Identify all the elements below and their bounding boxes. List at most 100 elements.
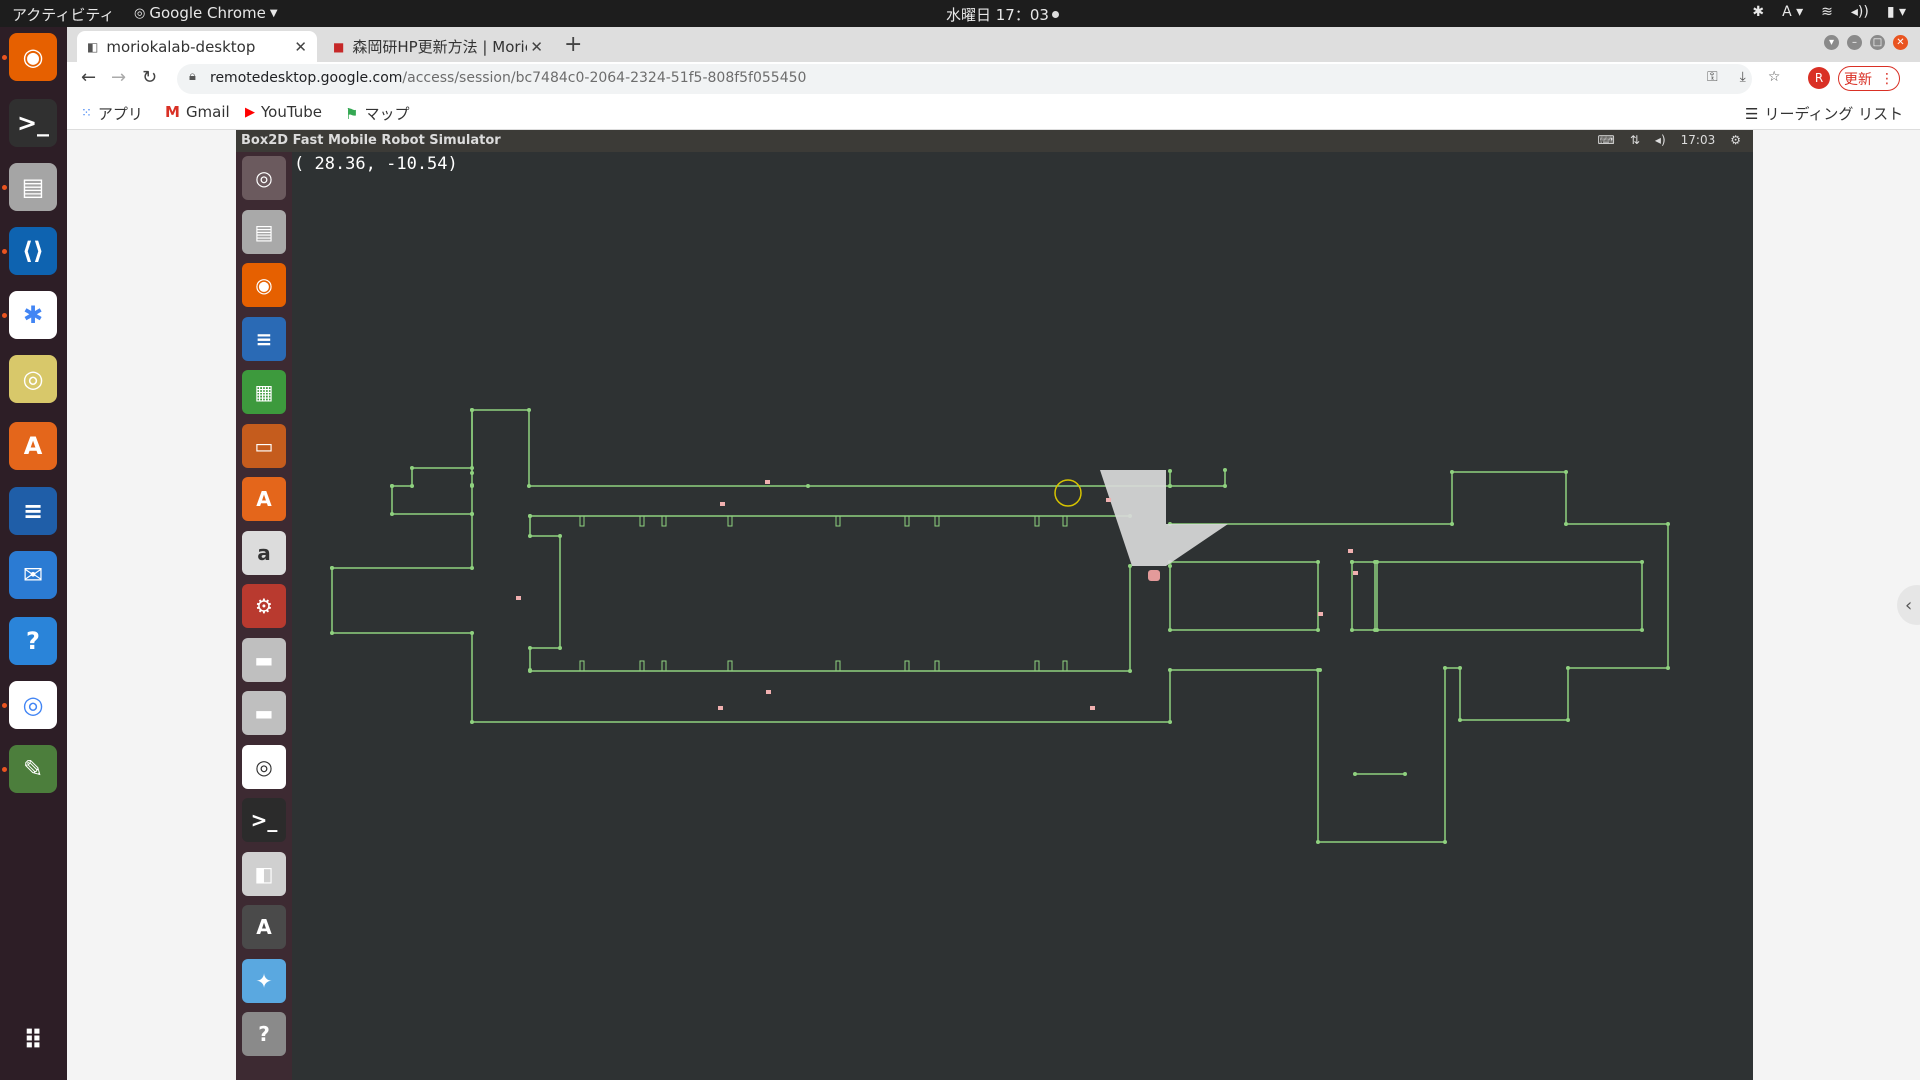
close-window-icon[interactable]: ✕ (1893, 35, 1908, 50)
launcher-impress-icon[interactable]: ▭ (242, 423, 286, 468)
dock-image-viewer-icon[interactable]: ✎ (9, 745, 57, 793)
goal-marker[interactable] (1054, 479, 1082, 507)
key-icon[interactable]: ⚿ (1707, 69, 1718, 85)
launcher-software-center-icon[interactable]: A (242, 477, 286, 521)
launcher-calc-icon[interactable]: ▦ (242, 370, 286, 414)
launcher-dash-icon[interactable]: ◎ (242, 156, 286, 200)
remote-clock[interactable]: 17:03 (1680, 133, 1716, 147)
tab-search-chevron-icon[interactable]: ▾ (1824, 35, 1839, 50)
tab-close-icon[interactable]: ✕ (294, 37, 307, 56)
launcher-amazon-icon[interactable]: a (242, 530, 286, 575)
clock[interactable]: 水曜日 17：03 (946, 4, 1059, 25)
bookmark-maps[interactable]: ⚑マップ (345, 103, 409, 124)
minimize-icon[interactable]: – (1847, 35, 1862, 50)
dock-slack-icon[interactable]: ✱ (9, 291, 57, 339)
remote-top-panel: Box2D Fast Mobile Robot Simulator ⌨ ⇅ ◂)… (236, 130, 1753, 152)
tab-close-icon[interactable]: ✕ (530, 37, 543, 56)
dock-writer-icon[interactable]: ≡ (9, 487, 57, 535)
launcher-chrome-icon[interactable]: ◎ (242, 744, 286, 789)
dock-terminal-icon[interactable]: >_ (9, 99, 57, 147)
door-notch (1034, 515, 1040, 527)
dock-firefox-icon[interactable]: ◉ (9, 33, 57, 81)
activities-button[interactable]: アクティビティ (12, 6, 115, 24)
session-side-panel-handle[interactable]: ‹ (1897, 585, 1920, 625)
kebab-menu-icon: ⋮ (1880, 70, 1894, 87)
dock-rhythmbox-icon[interactable]: ◎ (9, 355, 57, 403)
back-arrow-icon[interactable]: ← (81, 67, 97, 88)
launcher-terminal-icon[interactable]: >_ (242, 798, 286, 842)
reload-icon[interactable]: ↻ (142, 67, 158, 88)
wall-vertex (528, 669, 532, 673)
tab-hp-update-guide[interactable]: ■ 森岡研HP更新方法 | Moric ✕ (323, 31, 553, 62)
reading-list-button[interactable]: ☰リーディング リスト (1745, 103, 1903, 124)
volume-icon[interactable]: ◂) (1654, 133, 1666, 147)
wall-vertex (1128, 669, 1132, 673)
dock-chrome-icon[interactable]: ◎ (9, 681, 57, 729)
tab-moriokalab-desktop[interactable]: ◧ moriokalab-desktop ✕ (77, 31, 317, 62)
wall-vertex (1640, 628, 1644, 632)
address-bar[interactable]: 🔒︎ remotedesktop.google.com/access/sessi… (177, 64, 1752, 94)
input-method[interactable]: A ▾ (1782, 4, 1804, 20)
volume-icon[interactable]: ◂)) (1850, 4, 1869, 20)
show-applications-grid-icon[interactable]: ⠿ (22, 1026, 44, 1056)
dock-help-icon[interactable]: ? (9, 617, 57, 665)
profile-avatar[interactable]: R (1808, 67, 1830, 89)
slack-tray-icon[interactable]: ✱ (1752, 4, 1765, 20)
wall-vertex (470, 408, 474, 412)
remote-desktop-view[interactable]: Box2D Fast Mobile Robot Simulator ⌨ ⇅ ◂)… (236, 130, 1753, 1080)
gear-icon[interactable]: ⚙ (1730, 133, 1741, 147)
bookmark-apps[interactable]: ⁙アプリ (81, 103, 143, 124)
wall-vertex (410, 466, 414, 470)
wall-vertex (1564, 522, 1568, 526)
bookmark-label: Gmail (185, 103, 230, 121)
system-tray[interactable]: ✱ A ▾ ≋ ◂)) ▮ ▾ (1752, 4, 1906, 20)
keyboard-icon[interactable]: ⌨ (1597, 133, 1615, 147)
omnibox-actions: ⚿ ⤓ ☆ (1707, 69, 1780, 85)
simulator-map[interactable] (236, 130, 1753, 1080)
wall-vertex (1168, 668, 1172, 672)
map-wall (332, 514, 473, 569)
launcher-help-icon[interactable]: ? (242, 1012, 286, 1056)
app-menu-label: Google Chrome (149, 4, 266, 22)
running-indicator-icon (2, 313, 7, 318)
door-notch (727, 660, 733, 672)
lock-icon[interactable]: 🔒︎ (189, 69, 196, 84)
network-icon[interactable]: ⇅ (1629, 133, 1640, 147)
dock-thunderbird-icon[interactable]: ✉ (9, 551, 57, 599)
bookmark-youtube[interactable]: ▶YouTube (245, 103, 322, 121)
caret-down-icon: ▼ (269, 7, 278, 19)
running-indicator-icon (2, 249, 7, 254)
app-menu[interactable]: ◎ Google Chrome ▼ (134, 4, 278, 22)
launcher-drive-2-icon[interactable]: ▬ (242, 691, 286, 735)
launcher-updater-icon[interactable]: A (242, 905, 286, 949)
star-icon[interactable]: ☆ (1767, 69, 1781, 85)
launcher-settings-icon[interactable]: ⚙ (242, 584, 286, 628)
wall-vertex (1566, 718, 1570, 722)
maximize-icon[interactable]: □ (1870, 35, 1885, 50)
dock-files-icon[interactable]: ▤ (9, 163, 57, 211)
launcher-files-icon[interactable]: ▤ (242, 209, 286, 254)
battery-icon[interactable]: ▮ ▾ (1886, 4, 1906, 20)
agent-marker (718, 706, 723, 710)
tab-label: moriokalab-desktop (106, 37, 256, 56)
map-wall (1170, 471, 1669, 843)
launcher-writer-icon[interactable]: ≡ (242, 316, 286, 361)
forward-arrow-icon[interactable]: → (111, 67, 127, 88)
update-button[interactable]: 更新⋮ (1838, 66, 1900, 91)
remote-indicators: ⌨ ⇅ ◂) 17:03 ⚙ (1598, 133, 1741, 147)
wifi-icon[interactable]: ≋ (1821, 4, 1833, 20)
launcher-drive-1-icon[interactable]: ▬ (242, 637, 286, 682)
install-icon[interactable]: ⤓ (1739, 69, 1746, 85)
new-tab-plus-icon[interactable]: + (564, 32, 583, 57)
launcher-firefox-icon[interactable]: ◉ (242, 263, 286, 307)
map-wall (331, 568, 1320, 723)
dock-software-center-icon[interactable]: A (9, 422, 57, 470)
launcher-sdk-icon[interactable]: ✦ (242, 958, 286, 1003)
launcher-remmina-icon[interactable]: ◧ (242, 851, 286, 896)
robot-laser-fov (1100, 470, 1228, 566)
dock-vscode-icon[interactable]: ⟨⟩ (9, 227, 57, 275)
running-indicator-icon (2, 185, 7, 190)
robot[interactable] (1148, 570, 1160, 581)
